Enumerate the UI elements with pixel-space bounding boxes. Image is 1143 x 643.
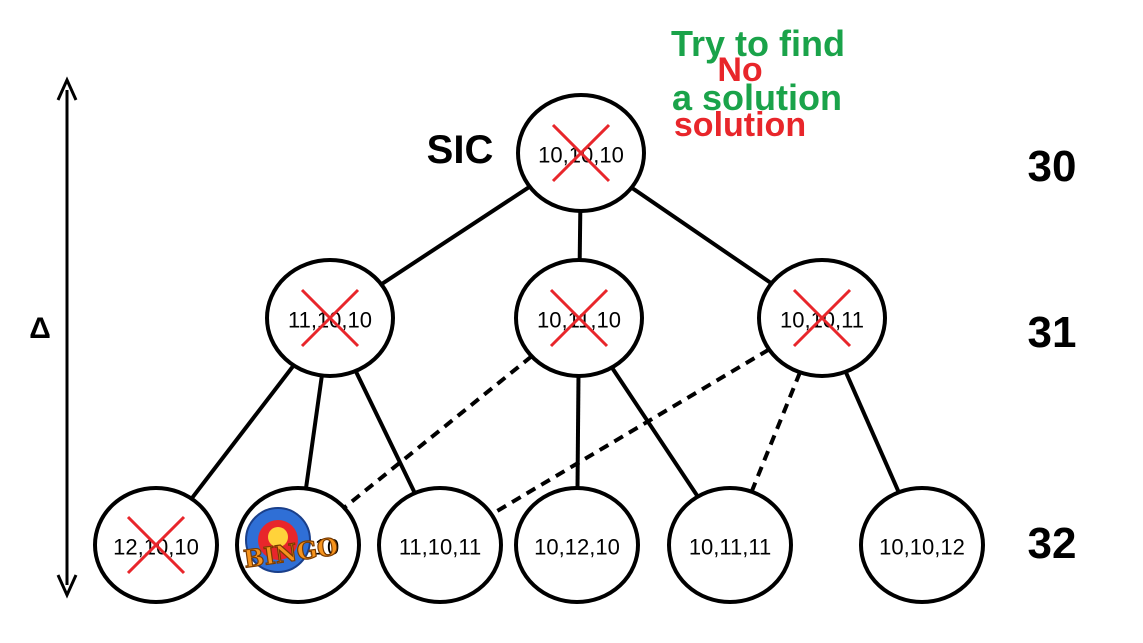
red-x-mark-icon	[300, 288, 360, 348]
red-x-mark-icon	[549, 288, 609, 348]
node-circle	[377, 486, 503, 604]
red-x-mark-icon	[551, 123, 611, 183]
node-label: 11,10,11	[399, 535, 481, 560]
node-n-10-12-10: 10,12,10	[514, 486, 640, 604]
edge-n-10-11-10-to-n-10-12-10	[575, 375, 581, 489]
node-circle	[514, 486, 640, 604]
no-solution-line2: solution	[674, 106, 806, 144]
node-n-10-11-10: 10,11,10	[514, 258, 644, 378]
bingo-badge-icon: BINGO	[241, 507, 340, 574]
try-to-find-line1: Try to find	[671, 23, 845, 64]
node-label: 10,11,11	[689, 535, 771, 560]
node-n-10-10-12: 10,10,12	[859, 486, 985, 604]
edge-n-11-10-10-to-n-11-10-11	[353, 370, 417, 494]
red-x-mark-icon	[126, 515, 186, 575]
sic-label: SIC	[427, 128, 494, 172]
edge-n-11-10-10-to-n-bingo	[303, 375, 324, 489]
edge-root-to-n-11-10-10	[380, 185, 531, 286]
edge-root-to-n-10-10-11	[630, 185, 773, 286]
red-x-mark-icon	[792, 288, 852, 348]
node-n-12-10-10: 12,10,10	[93, 486, 219, 604]
nodes-layer: 10,10,10 11,10,10 10,11,10 10,10,11 12,10,10…	[93, 93, 985, 604]
try-to-find-line2: a solution	[672, 77, 842, 118]
node-circle	[859, 486, 985, 604]
edge-n-10-11-10-to-n-bingo	[342, 354, 533, 510]
edge-n-10-11-10-to-n-10-11-11	[610, 366, 700, 498]
node-n-10-10-11: 10,10,11	[757, 258, 887, 378]
level-cost-30: 30	[1028, 142, 1077, 191]
node-n-11-10-10: 11,10,10	[265, 258, 395, 378]
no-solution-line1: No	[717, 51, 762, 89]
edge-n-10-10-11-to-n-10-10-12	[843, 370, 901, 494]
node-circle	[667, 486, 793, 604]
edge-root-to-n-10-11-10	[577, 210, 583, 261]
edge-n-10-10-11-to-n-10-11-11	[749, 371, 802, 493]
level-cost-31: 31	[1028, 308, 1077, 357]
edge-n-11-10-10-to-n-12-10-10	[189, 364, 296, 500]
edges-layer	[189, 185, 901, 517]
edge-n-10-10-11-to-n-11-10-11	[490, 347, 771, 517]
node-root: 10,10,10	[516, 93, 646, 213]
node-n-10-11-11: 10,11,11	[667, 486, 793, 604]
delta-label: Δ	[29, 312, 51, 345]
node-n-11-10-11: 11,10,11	[377, 486, 503, 604]
node-label: 10,10,12	[879, 535, 965, 560]
level-cost-32: 32	[1028, 519, 1077, 568]
node-label: 10,12,10	[534, 535, 620, 560]
delta-arrow	[56, 76, 78, 599]
